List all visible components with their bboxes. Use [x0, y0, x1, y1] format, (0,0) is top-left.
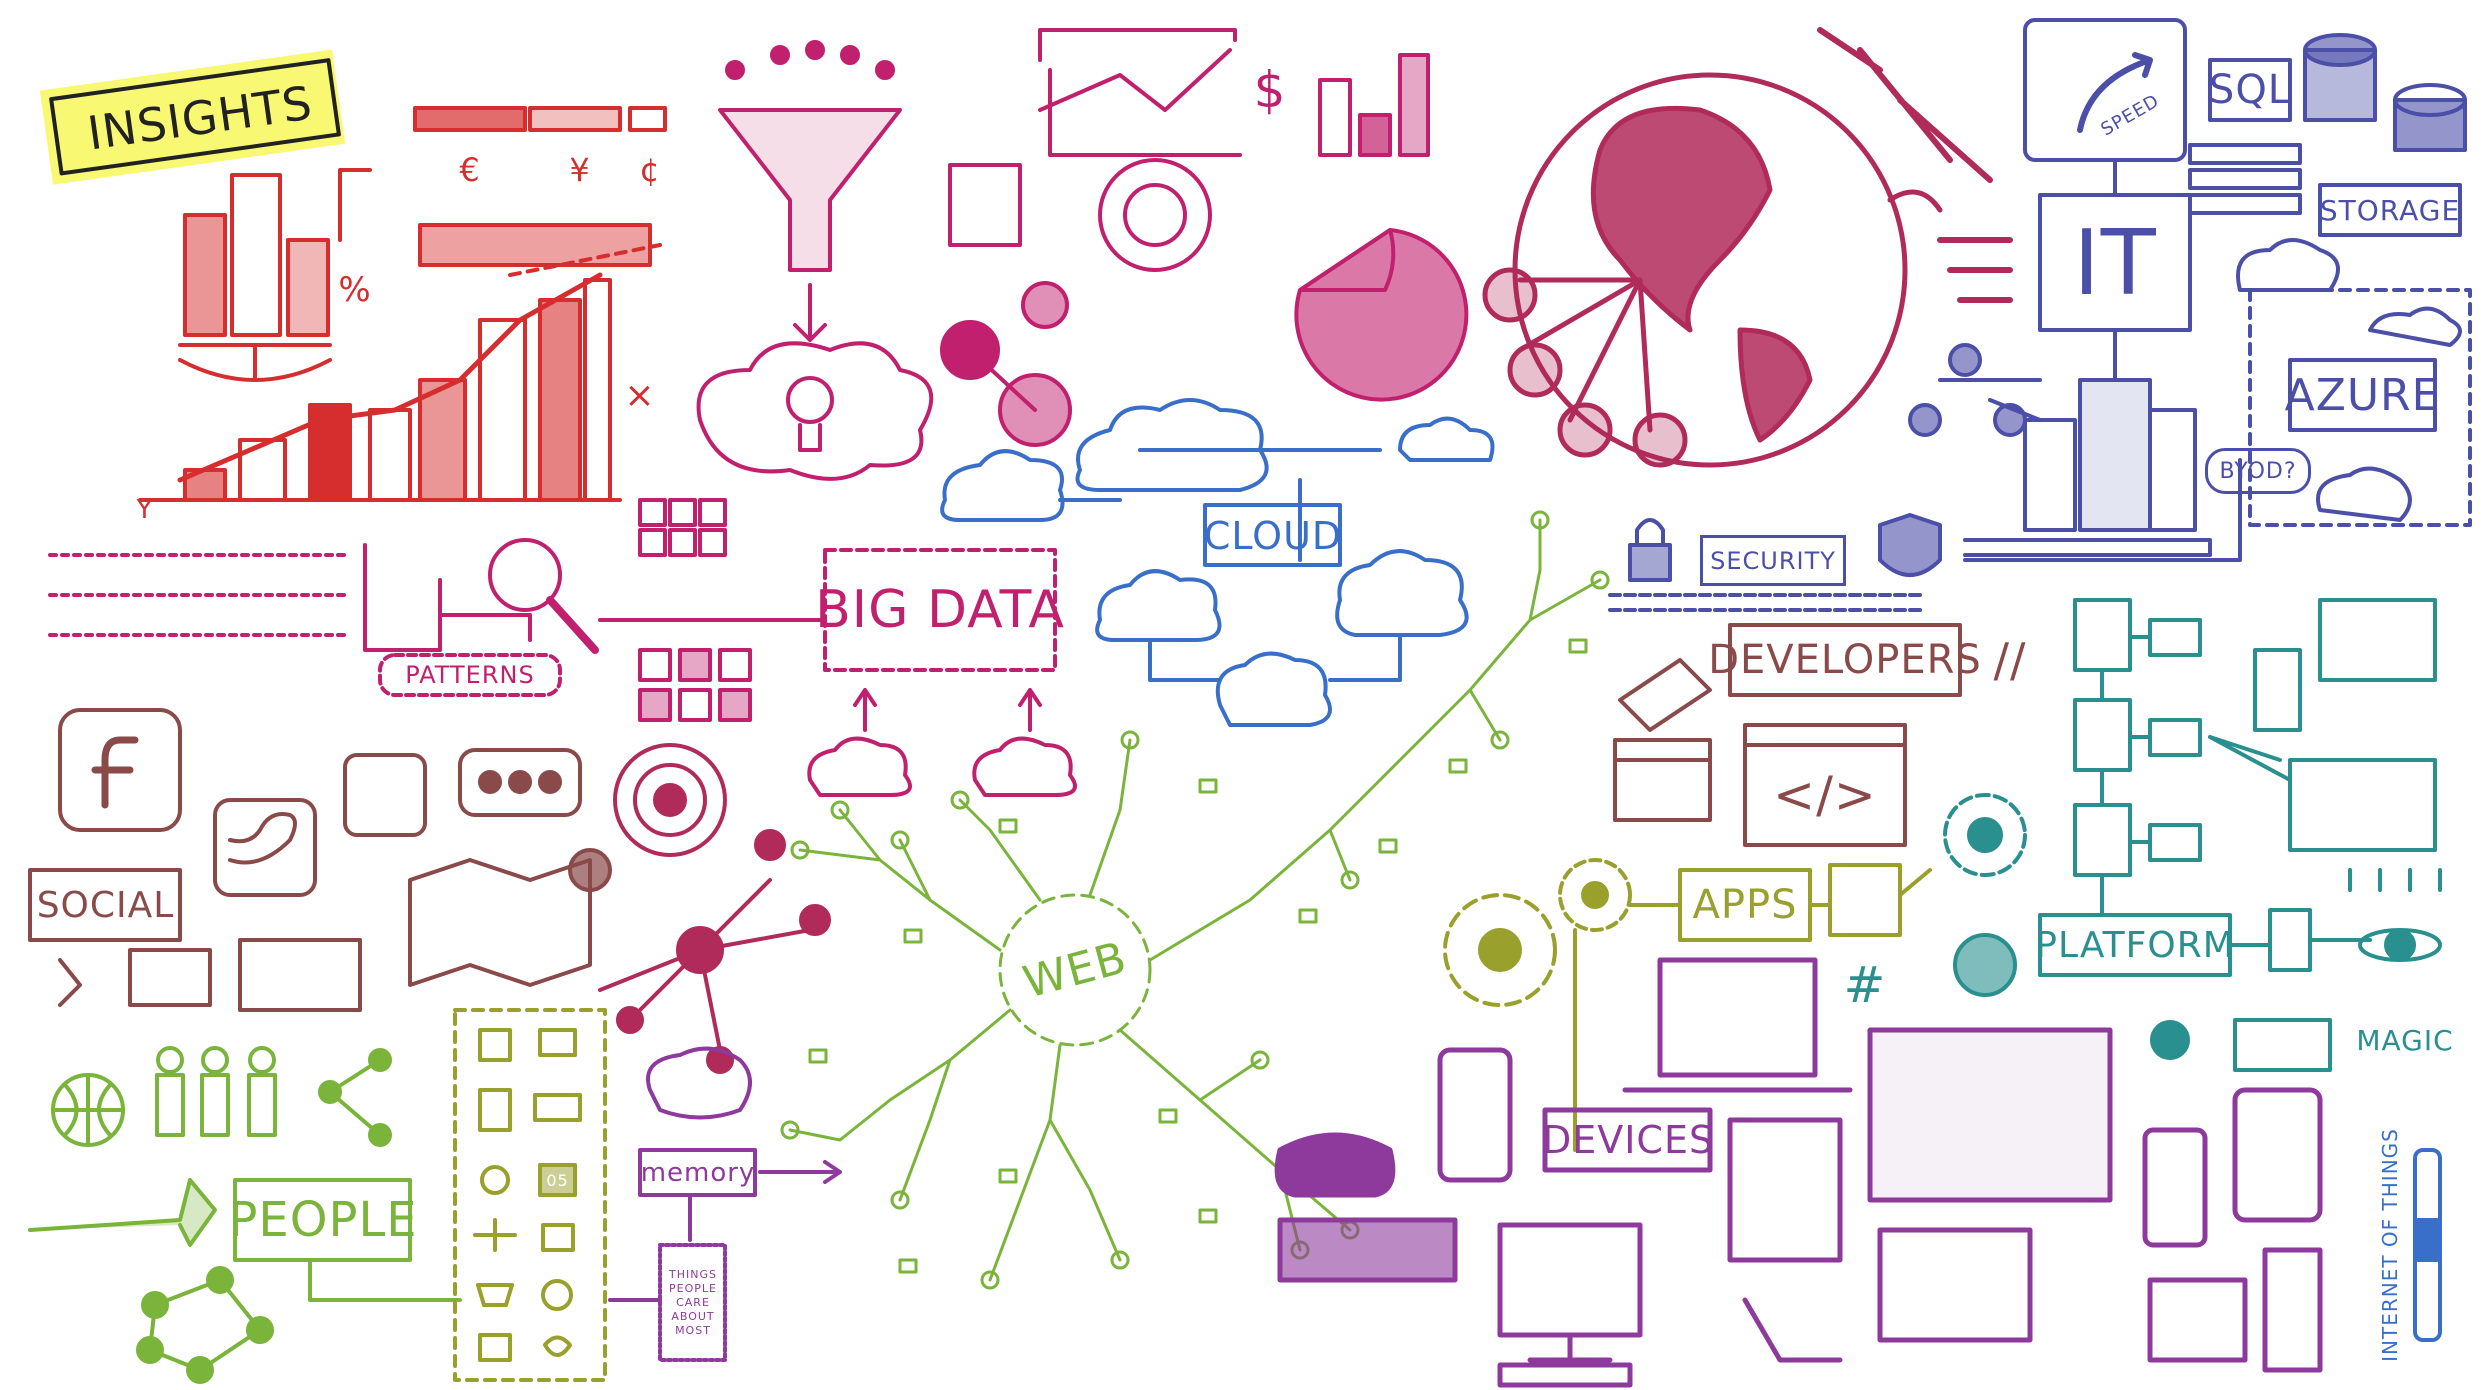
- arrow-up-right: [338, 168, 372, 242]
- byod-label: BYOD?: [2205, 448, 2311, 494]
- cloud-network: [940, 398, 1495, 727]
- hash-symbol: #: [1843, 956, 1887, 1014]
- security-label: SECURITY: [1700, 535, 1846, 586]
- social-label: SOCIAL: [36, 884, 175, 926]
- gamepad-icon: [1274, 1132, 1396, 1198]
- code-symbol: </>: [1773, 766, 1877, 824]
- date-badge: 05: [546, 1170, 569, 1190]
- bar-3: [286, 238, 330, 337]
- devices-group: [1274, 957, 2323, 1388]
- yen-symbol: ¥: [569, 151, 591, 189]
- phone-icon: [1437, 1047, 1513, 1183]
- azure-label: AZURE: [2284, 369, 2441, 421]
- apps-group: [1443, 858, 1932, 1152]
- insights-chart-group: [138, 106, 667, 502]
- globe-icon: [1482, 27, 2013, 468]
- things-grid: [453, 1008, 607, 1382]
- big-data-label: BIG DATA: [815, 580, 1065, 640]
- platform-group: [1943, 598, 2442, 1072]
- iot-wearable: [2413, 1148, 2442, 1342]
- internet-of-things-label: INTERNET OF THINGS: [2378, 1128, 2402, 1362]
- idea-cloud: [696, 341, 934, 481]
- percent-symbol: %: [338, 270, 372, 310]
- memory-label: memory: [640, 1158, 756, 1188]
- twitter-icon: [213, 798, 317, 897]
- big-data-group: [638, 498, 1077, 797]
- brace: [178, 343, 332, 382]
- console-icon: [1277, 1217, 1458, 1283]
- it-label: IT: [2073, 210, 2157, 316]
- platform-label: PLATFORM: [2035, 924, 2235, 966]
- cloud-label: CLOUD: [1203, 514, 1343, 558]
- security-group: [1608, 513, 1942, 612]
- target-network: [598, 743, 831, 1074]
- laptop-icon: [1657, 957, 1818, 1078]
- population-pictograms: [48, 538, 822, 697]
- cent-symbol: ¢: [639, 151, 661, 189]
- top-charts: [940, 28, 1469, 447]
- monitor-icon: [1497, 1222, 1643, 1338]
- things-care-label: THINGS PEOPLE CARE ABOUT MOST: [669, 1268, 717, 1337]
- people-region: [28, 1046, 462, 1384]
- memory-group: [608, 1046, 842, 1362]
- people-label: PEOPLE: [228, 1192, 418, 1248]
- x-mark: ×: [624, 374, 656, 416]
- patterns-label: PATTERNS: [405, 661, 535, 689]
- web-network: [780, 510, 1610, 1290]
- bar-1: [183, 213, 227, 337]
- double-slash: //: [1993, 633, 2027, 687]
- developers-group: [1613, 623, 1962, 847]
- euro-symbol: €: [459, 151, 481, 189]
- tablet-large-icon: [1867, 1027, 2113, 1203]
- sql-label: SQL: [2208, 67, 2292, 113]
- bar-2: [230, 173, 282, 337]
- funnel-icon: [718, 40, 902, 342]
- social-region: [28, 708, 612, 1012]
- facebook-icon: [58, 708, 182, 832]
- storage-label: STORAGE: [2319, 193, 2461, 227]
- dollar-symbol: $: [1253, 61, 1287, 119]
- tablet-small-icon: [1727, 1117, 1843, 1263]
- apps-label: APPS: [1692, 882, 1798, 928]
- map-icon: [408, 858, 592, 987]
- y-mark: Y: [136, 495, 154, 525]
- insights-sign: [39, 49, 346, 185]
- developers-label: DEVELOPERS: [1708, 637, 1982, 683]
- devices-label: DEVICES: [1541, 1118, 1715, 1162]
- it-region: [1908, 18, 2472, 562]
- magic-label: MAGIC: [2356, 1023, 2454, 1057]
- yelp-icon: [343, 753, 427, 837]
